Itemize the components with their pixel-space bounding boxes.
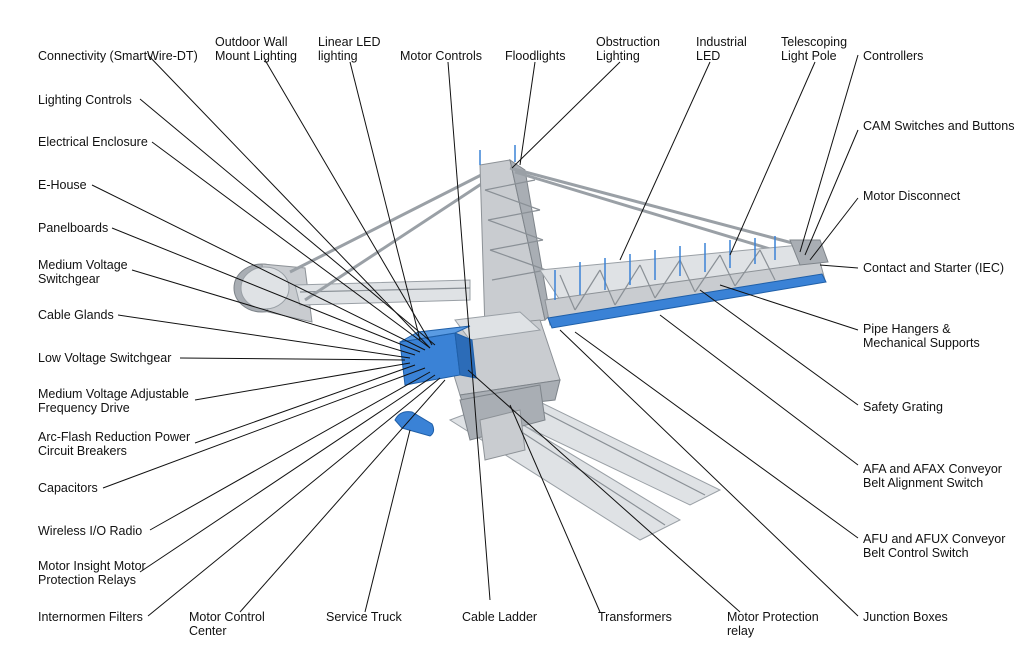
label-afu-afux: AFU and AFUX Conveyor Belt Control Switc… [863,532,1006,560]
label-connectivity: Connectivity (SmartWire-DT) [38,49,198,63]
label-industrial-led: Industrial LED [696,35,747,63]
label-cable-ladder: Cable Ladder [462,610,538,624]
label-cam-switches: CAM Switches and Buttons [863,119,1015,133]
label-safety-grating: Safety Grating [863,400,943,414]
label-internormen-filters: Internormen Filters [38,610,143,624]
label-mv-switchgear: Medium Voltage Switchgear [38,258,128,286]
counterweight-boom [289,166,496,306]
label-cable-glands: Cable Glands [38,308,114,322]
label-floodlights: Floodlights [505,49,566,63]
label-junction-boxes: Junction Boxes [863,610,948,624]
label-capacitors: Capacitors [38,481,98,495]
label-afa-afax: AFA and AFAX Conveyor Belt Alignment Swi… [863,462,1002,490]
mast-tower [479,158,551,331]
label-motor-disconnect: Motor Disconnect [863,189,961,203]
label-mv-afd: Medium Voltage Adjustable Frequency Driv… [38,387,189,415]
label-obstruction-lighting: Obstruction Lighting [596,35,660,63]
label-transformers: Transformers [598,610,672,624]
label-telescoping-light-pole: Telescoping Light Pole [781,35,848,63]
service-truck [394,411,435,437]
label-outdoor-wall-mount-lighting: Outdoor Wall Mount Lighting [215,35,298,63]
conveyor-boom [539,239,829,329]
label-arc-flash: Arc-Flash Reduction Power Circuit Breake… [38,430,191,458]
label-motor-control-center: Motor Control Center [189,610,265,638]
label-lighting-controls: Lighting Controls [38,93,132,107]
label-contact-starter: Contact and Starter (IEC) [863,261,1005,275]
label-pipe-hangers: Pipe Hangers & Mechanical Supports [863,322,980,350]
boom-stay-cables [509,166,801,257]
label-wireless-io: Wireless I/O Radio [38,524,143,538]
label-panelboards: Panelboards [38,221,109,235]
label-motor-controls: Motor Controls [400,49,482,63]
label-linear-led-lighting: Linear LED lighting [318,35,381,63]
boom-light-poles [479,145,776,300]
label-lv-switchgear: Low Voltage Switchgear [38,351,172,365]
label-e-house: E-House [38,178,87,192]
undercarriage [459,384,546,461]
label-service-truck: Service Truck [326,610,402,624]
label-controllers: Controllers [863,49,924,63]
label-electrical-enclosure: Electrical Enclosure [38,135,148,149]
callout-lines [91,54,859,617]
label-motor-insight: Motor Insight Motor Protection Relays [38,559,146,587]
label-motor-protection-relay: Motor Protection relay [727,610,819,638]
